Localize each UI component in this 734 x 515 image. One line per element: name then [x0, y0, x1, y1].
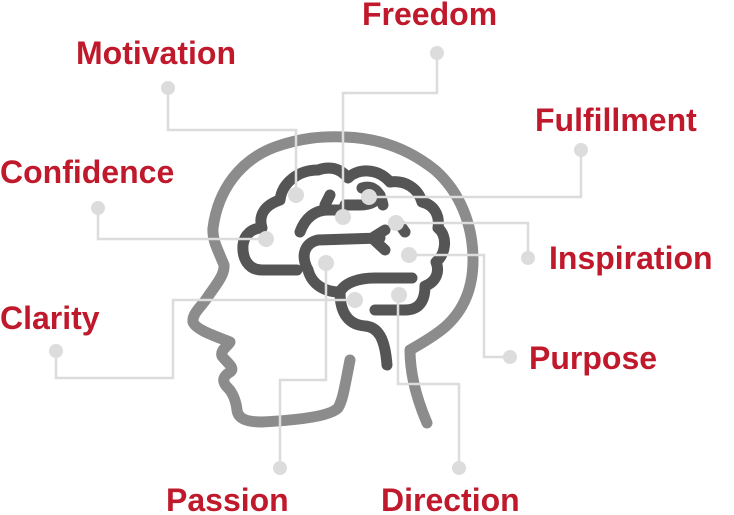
dot-freedom-inner — [335, 209, 351, 225]
connector-inspiration — [396, 221, 530, 258]
dot-direction-outer — [452, 461, 466, 475]
connector-confidence — [96, 208, 266, 241]
dot-direction-inner — [391, 287, 407, 303]
connector-dots — [49, 46, 588, 475]
head-outline — [187, 131, 479, 429]
label-motivation: Motivation — [76, 35, 236, 71]
dot-purpose-inner — [401, 247, 417, 263]
connector-freedom — [341, 53, 439, 217]
connector-fulfillment — [369, 150, 583, 199]
label-purpose: Purpose — [529, 340, 657, 376]
connector-clarity — [54, 298, 355, 380]
dot-passion-outer — [273, 461, 287, 475]
connector-lines — [54, 53, 583, 468]
label-freedom: Freedom — [362, 0, 497, 32]
dot-fulfillment-inner — [361, 189, 377, 205]
dot-inspiration-outer — [521, 251, 535, 265]
dot-inspiration-inner — [388, 215, 404, 231]
dot-fulfillment-outer — [574, 143, 588, 157]
labels: Freedom Motivation Fulfillment Confidenc… — [0, 0, 713, 515]
label-direction: Direction — [381, 482, 520, 515]
label-confidence: Confidence — [0, 154, 174, 190]
dot-passion-inner — [318, 255, 334, 271]
label-inspiration: Inspiration — [549, 240, 713, 276]
label-fulfillment: Fulfillment — [535, 102, 697, 138]
dot-confidence-inner — [258, 231, 274, 247]
dot-clarity-outer — [49, 344, 63, 358]
label-clarity: Clarity — [0, 300, 100, 336]
dot-clarity-inner — [347, 292, 363, 308]
dot-motivation-outer — [161, 81, 175, 95]
connector-passion — [278, 263, 328, 468]
connector-purpose — [409, 253, 510, 359]
brain-icon — [237, 162, 450, 371]
connector-direction — [396, 295, 461, 468]
dot-confidence-outer — [91, 201, 105, 215]
dot-motivation-inner — [288, 187, 304, 203]
label-passion: Passion — [166, 482, 289, 515]
connector-motivation — [166, 88, 298, 195]
dot-purpose-outer — [503, 350, 517, 364]
dot-freedom-outer — [430, 46, 444, 60]
